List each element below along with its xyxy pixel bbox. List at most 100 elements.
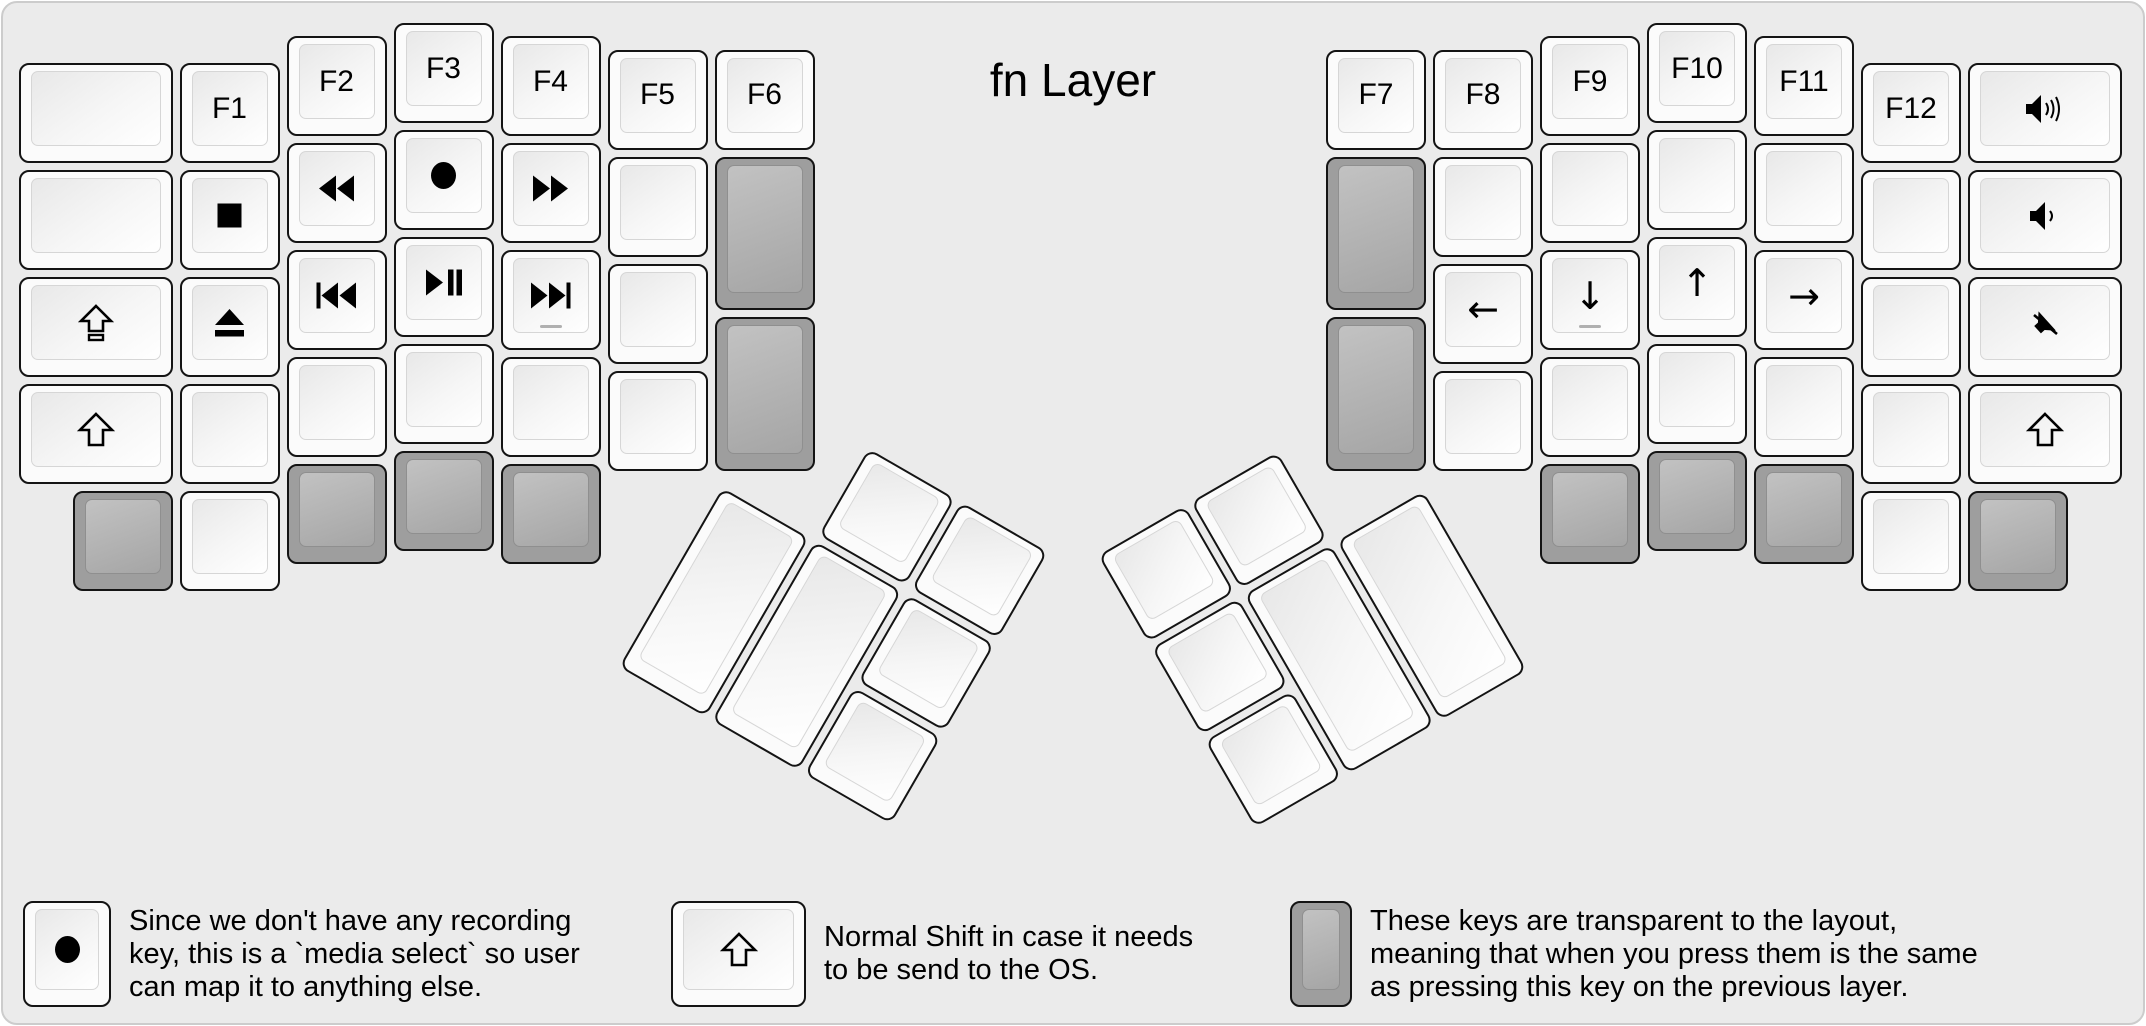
- key-record: [393, 130, 494, 230]
- keycap-top: [1980, 178, 2110, 254]
- key-blank: [500, 357, 601, 458]
- legend-line: can map it to anything else.: [129, 970, 483, 1003]
- keycap-top: [298, 151, 375, 227]
- key-f12: F12: [1861, 63, 1961, 164]
- keycap-top: [1445, 164, 1521, 240]
- key-blank: [1647, 344, 1747, 444]
- keycap-top: [298, 258, 375, 334]
- key-label: F2: [318, 64, 354, 98]
- volume-up-icon: [2024, 92, 2066, 126]
- legend-line: Normal Shift in case it needs: [824, 921, 1194, 953]
- keycap-top: F3: [405, 31, 482, 106]
- key-blank: [1861, 277, 1961, 378]
- key-blank: [1433, 156, 1533, 257]
- keycap-top: [1112, 518, 1216, 622]
- key-blank: [1540, 357, 1640, 458]
- key-transparent: [1326, 317, 1426, 471]
- key-blank: [607, 370, 708, 471]
- keycap-top: [837, 461, 941, 565]
- keycap-top: [1980, 71, 2110, 147]
- key-arrow-up: ↑: [1647, 237, 1747, 337]
- key-transparent: [1326, 156, 1426, 311]
- keycap-top: [619, 271, 696, 347]
- key-volume-down: [1968, 170, 2122, 271]
- keycap-top: [191, 392, 268, 468]
- keycap-top: [930, 514, 1034, 618]
- keycap-top: ↑: [1659, 245, 1735, 320]
- key-label: F6: [746, 78, 782, 112]
- keycap-top: [1873, 392, 1949, 468]
- keycap-top: [1980, 499, 2056, 575]
- keycap-top: [35, 909, 99, 990]
- keycap-top: [1659, 138, 1735, 213]
- keycap-top: [1205, 464, 1309, 568]
- key-transparent: [1290, 901, 1352, 1007]
- layer-title: fn Layer: [989, 54, 1157, 106]
- key-label: F8: [1465, 78, 1501, 112]
- key-blank: [1540, 143, 1640, 244]
- key-label: F11: [1779, 64, 1829, 98]
- legend-line: Since we don't have any recording: [129, 904, 572, 937]
- key-transparent: [1968, 491, 2068, 592]
- next-track-icon: [530, 282, 571, 309]
- key-blank: [1861, 384, 1961, 485]
- homing-bar: [1579, 325, 1601, 329]
- keycap-top: [1445, 378, 1521, 454]
- key-blank: [1754, 357, 1854, 458]
- rewind-icon: [318, 175, 355, 202]
- key-f2: F2: [286, 36, 387, 137]
- key-eject: [179, 277, 280, 378]
- keycap-top: [1766, 365, 1842, 441]
- keycap-top: [191, 499, 268, 575]
- key-blank: [179, 491, 280, 592]
- legend-line: to be send to the OS.: [824, 954, 1099, 986]
- homing-bar: [539, 325, 562, 329]
- key-arrow-down: ↓: [1540, 250, 1640, 351]
- key-arrow-right: →: [1754, 250, 1854, 351]
- key-blank: [179, 384, 280, 485]
- keycap-top: →: [1766, 258, 1842, 334]
- keycap-top: [823, 700, 927, 804]
- key-transparent: [714, 317, 815, 471]
- key-label: F5: [639, 78, 675, 112]
- legend-line: as pressing this key on the previous lay…: [1370, 970, 1909, 1003]
- keycap-top: ←: [1445, 271, 1521, 347]
- key-blank: [1754, 143, 1854, 244]
- keycap-top: [512, 258, 589, 334]
- key-play-pause: [393, 237, 494, 337]
- keycap-top: F10: [1659, 31, 1735, 106]
- key-transparent: [500, 464, 601, 565]
- keycap-top: [1766, 151, 1842, 227]
- keycap-top: [405, 245, 482, 320]
- legend-sample-key-shift: [671, 901, 806, 1007]
- keycap-top: [1219, 703, 1323, 807]
- key-next-track: [500, 250, 601, 351]
- keycap-top: [876, 607, 981, 711]
- key-f5: F5: [607, 49, 708, 150]
- key-blank: [1647, 130, 1747, 230]
- key-label: F9: [1572, 64, 1608, 98]
- keycap-top: [512, 365, 589, 441]
- keycap-top: [1766, 472, 1842, 548]
- key-previous-track: [286, 250, 387, 351]
- legend-sample-key-record: [23, 901, 111, 1007]
- key-label: F3: [425, 51, 461, 85]
- keycap-top: [31, 71, 161, 147]
- legend-line: These keys are transparent to the layout…: [1370, 904, 1898, 937]
- keycap-top: [298, 365, 375, 441]
- key-transparent: [393, 451, 494, 551]
- key-mute: [1968, 277, 2122, 378]
- keycap-top: F5: [619, 57, 696, 133]
- key-blank: [393, 344, 494, 444]
- keycap-top: [1980, 285, 2110, 361]
- key-arrow-left: ←: [1433, 263, 1533, 364]
- key-label: F10: [1671, 51, 1723, 85]
- key-transparent: [1540, 464, 1640, 565]
- key-label: ←: [1467, 287, 1499, 332]
- stop-icon: [217, 203, 242, 228]
- key-blank: [1433, 370, 1533, 471]
- fast-forward-icon: [532, 175, 569, 202]
- key-shift: [1968, 384, 2122, 485]
- key-f9: F9: [1540, 36, 1640, 137]
- keycap-top: F8: [1445, 57, 1521, 133]
